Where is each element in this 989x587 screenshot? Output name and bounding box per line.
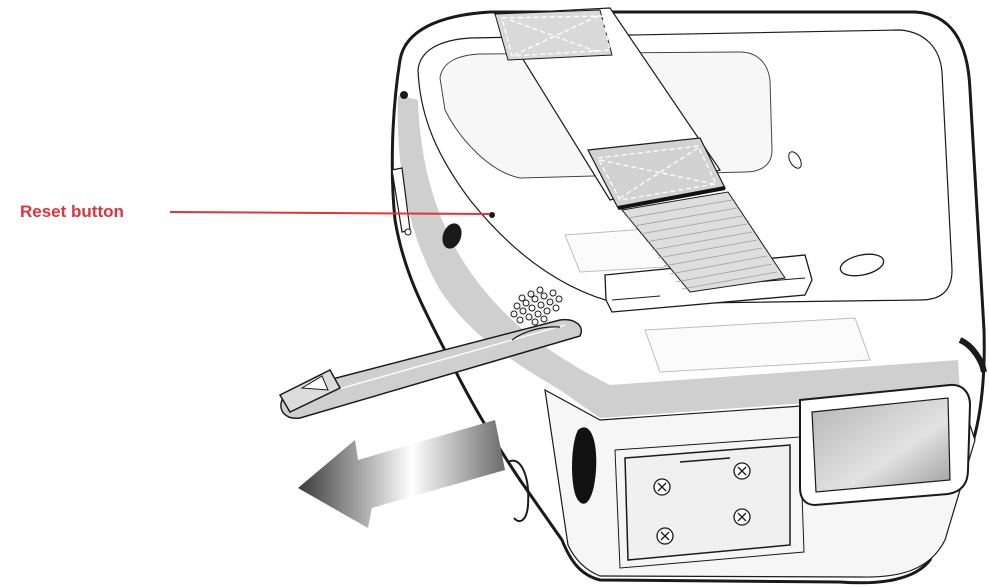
hand-strap — [493, 7, 786, 293]
stylus — [278, 318, 582, 419]
device-body — [390, 7, 987, 585]
battery-cover — [624, 444, 791, 561]
strap-anchor — [839, 253, 885, 277]
removal-arrow — [298, 420, 505, 528]
scan-window — [811, 397, 951, 493]
reset-button-label: Reset button — [20, 202, 124, 221]
callout-line — [169, 211, 491, 215]
side-shading — [397, 95, 960, 418]
elastic-strap — [621, 191, 786, 293]
side-button — [442, 223, 462, 249]
reset-button-dot — [489, 212, 495, 218]
speaker-grille — [510, 286, 563, 326]
lower-label-recess — [644, 317, 871, 373]
side-grip — [572, 427, 597, 504]
